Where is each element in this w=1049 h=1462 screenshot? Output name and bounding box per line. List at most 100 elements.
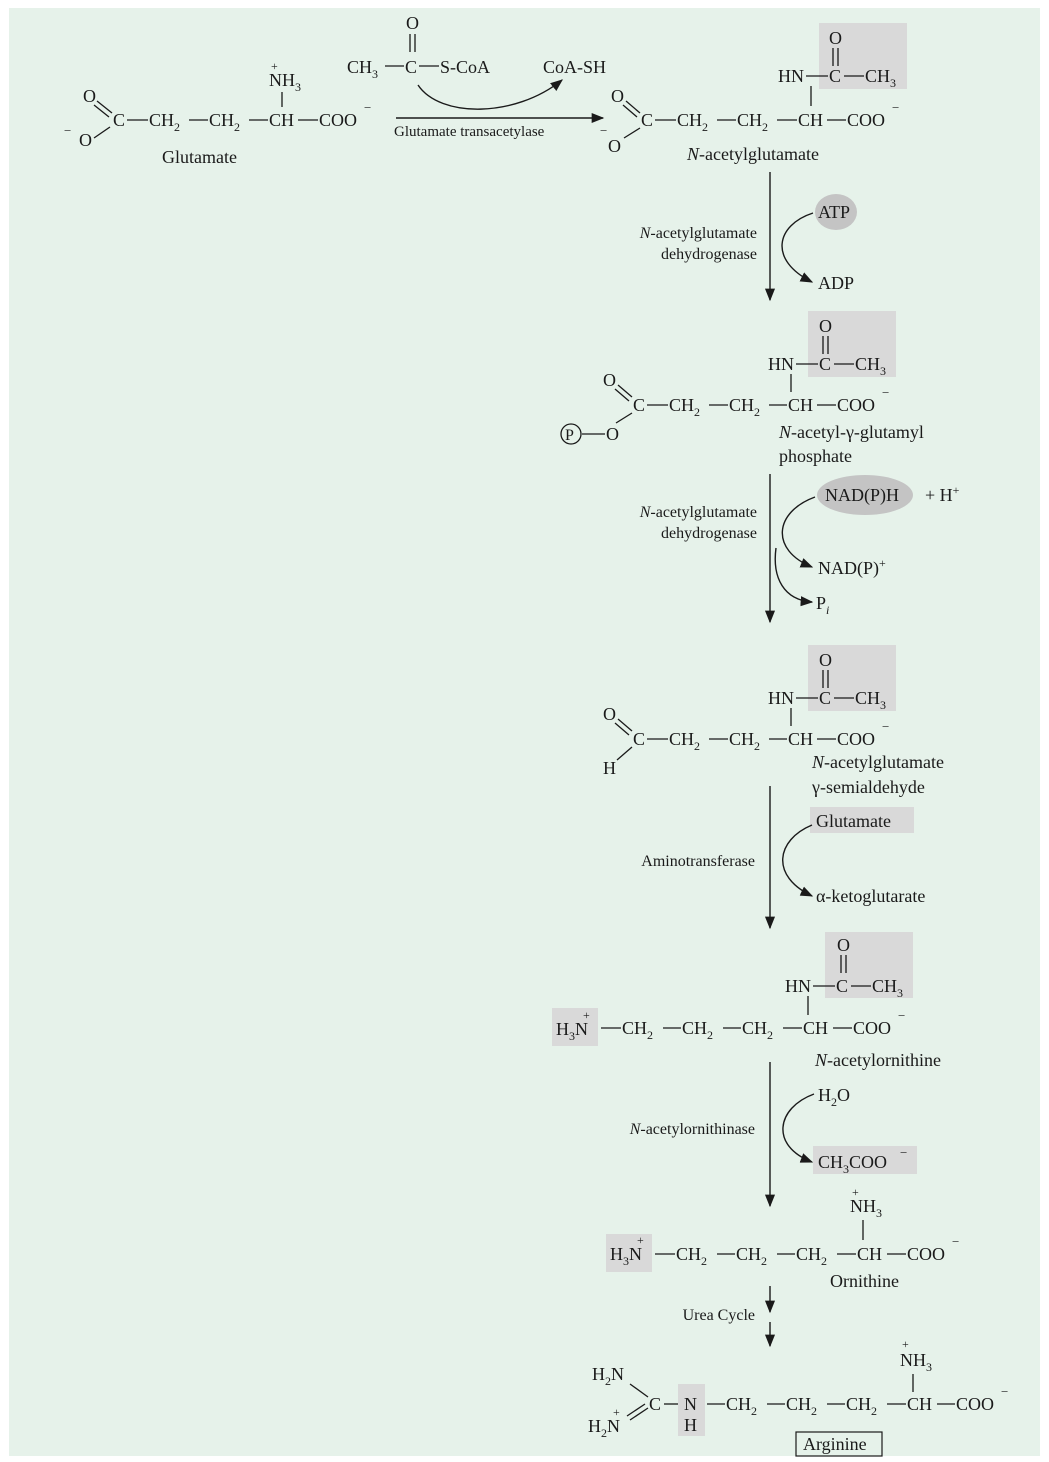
svg-text:P: P: [565, 427, 574, 444]
svg-text:+: +: [902, 1337, 909, 1351]
enzyme-acetylornithinase: N-acetylornithinase: [629, 1121, 755, 1138]
nadph-arrow: [781, 496, 816, 568]
svg-text:CH2: CH2: [622, 1018, 653, 1042]
glutamate-arrow: [782, 824, 814, 897]
svg-text:−: −: [882, 385, 889, 400]
svg-text:COO: COO: [847, 110, 885, 130]
svg-text:−: −: [600, 123, 607, 138]
svg-text:O: O: [837, 935, 850, 955]
label-acetate: CH3COO: [818, 1152, 887, 1176]
svg-text:CH3: CH3: [347, 57, 378, 81]
svg-text:CH3: CH3: [855, 688, 886, 712]
svg-text:CH2: CH2: [669, 395, 700, 419]
svg-text:CH: CH: [907, 1394, 932, 1414]
arginine-structure: + NH3 H2N C H2N + N H CH2 CH2 CH2 CH COO…: [588, 1337, 1008, 1457]
svg-text:O: O: [819, 650, 832, 670]
svg-text:−: −: [900, 1145, 907, 1160]
svg-text:COO: COO: [837, 729, 875, 749]
svg-text:O: O: [606, 424, 619, 444]
label-adp: ADP: [818, 273, 854, 293]
label-n-acetylornithine: N-acetylornithine: [814, 1050, 941, 1070]
arginine-box: [795, 1431, 883, 1457]
svg-text:COO: COO: [853, 1018, 891, 1038]
label-urea-cycle: Urea Cycle: [683, 1307, 755, 1324]
svg-text:CH2: CH2: [682, 1018, 713, 1042]
label-ornithine: Ornithine: [830, 1271, 899, 1291]
svg-text:CH: CH: [857, 1244, 882, 1264]
svg-text:C: C: [829, 66, 841, 86]
atom-o: O: [83, 86, 96, 106]
label-h2o: H2O: [818, 1085, 850, 1109]
svg-text:H2N: H2N: [588, 1416, 620, 1440]
svg-text:+: +: [583, 1008, 590, 1022]
acetyl-coa-structure: O CH3 C S-CoA: [347, 13, 490, 81]
atom-o-minus: O: [79, 130, 92, 150]
label-nadp: NAD(P)+: [818, 556, 886, 579]
phosphate-circle: [560, 423, 582, 445]
svg-text:CH2: CH2: [737, 110, 768, 134]
h2o-arrow: [782, 1093, 815, 1163]
svg-text:C: C: [819, 688, 831, 708]
label-alpha-ketoglutarate: α-ketoglutarate: [816, 886, 925, 906]
coa-release-arrow: [417, 79, 563, 110]
svg-text:H3N: H3N: [556, 1019, 588, 1043]
svg-text:CH: CH: [788, 395, 813, 415]
svg-text:−: −: [892, 100, 899, 115]
svg-text:−: −: [898, 1008, 905, 1023]
svg-text:O: O: [829, 28, 842, 48]
svg-text:HN: HN: [768, 354, 794, 374]
n-acetylornithine-structure: O HN C CH3 H3N + CH2 CH2 CH2 CH COO − N-…: [552, 932, 941, 1070]
svg-text:CH3: CH3: [865, 66, 896, 90]
pi-arrow: [774, 547, 814, 607]
svg-text:−: −: [364, 100, 371, 115]
svg-text:dehydrogenase: dehydrogenase: [661, 525, 757, 542]
svg-text:HN: HN: [785, 976, 811, 996]
n-acetylglutamate-semialdehyde-structure: O HN C CH3 O C H CH2 CH2 CH COO − N-acet…: [603, 645, 944, 797]
atp-oval: [815, 194, 857, 230]
svg-text:NH3: NH3: [850, 1196, 882, 1220]
svg-text:+: +: [852, 1185, 859, 1199]
svg-text:S-CoA: S-CoA: [440, 57, 490, 77]
svg-text:NH3: NH3: [269, 70, 301, 94]
svg-text:C: C: [836, 976, 848, 996]
svg-text:NH3: NH3: [900, 1350, 932, 1374]
svg-text:−: −: [952, 1234, 959, 1249]
svg-text:O: O: [603, 370, 616, 390]
svg-text:CH2: CH2: [676, 1244, 707, 1268]
svg-text:N: N: [684, 1394, 697, 1414]
enzyme-nag-dehydrogenase-1: N-acetylglutamate: [639, 225, 757, 242]
svg-text:HN: HN: [768, 688, 794, 708]
svg-text:C: C: [641, 110, 653, 130]
svg-text:CH2: CH2: [736, 1244, 767, 1268]
svg-text:CH2: CH2: [729, 395, 760, 419]
svg-text:phosphate: phosphate: [779, 446, 852, 466]
svg-text:HN: HN: [778, 66, 804, 86]
svg-text:COO: COO: [907, 1244, 945, 1264]
svg-text:CH: CH: [788, 729, 813, 749]
glutamate-structure: O C − O CH2 CH2 CH + NH3 COO − Glutamate: [64, 59, 371, 167]
glutamate-highlight: [810, 807, 914, 833]
svg-text:C: C: [819, 354, 831, 374]
svg-text:CH3: CH3: [855, 354, 886, 378]
svg-text:CH2: CH2: [677, 110, 708, 134]
svg-text:+: +: [613, 1405, 620, 1419]
label-pi: Pi: [816, 593, 829, 617]
nadph-oval: [817, 475, 913, 515]
svg-text:−: −: [882, 719, 889, 734]
label-nadph: NAD(P)H: [825, 485, 899, 506]
svg-text:−: −: [64, 123, 71, 138]
svg-text:O: O: [603, 704, 616, 724]
label-n-acetyl-glutamyl-phosphate: N-acetyl-γ-glutamyl: [778, 422, 924, 442]
background-panel: [9, 8, 1040, 1456]
svg-text:dehydrogenase: dehydrogenase: [661, 246, 757, 263]
atom-c: C: [113, 110, 125, 130]
svg-text:+: +: [637, 1233, 644, 1247]
enzyme-nag-dehydrogenase-2: N-acetylglutamate: [639, 504, 757, 521]
svg-text:C: C: [649, 1394, 661, 1414]
svg-text:CH2: CH2: [846, 1394, 877, 1418]
svg-text:γ-semialdehyde: γ-semialdehyde: [811, 777, 925, 797]
svg-text:O: O: [406, 13, 419, 33]
svg-text:H3N: H3N: [610, 1244, 642, 1268]
label-arginine: Arginine: [803, 1434, 867, 1454]
